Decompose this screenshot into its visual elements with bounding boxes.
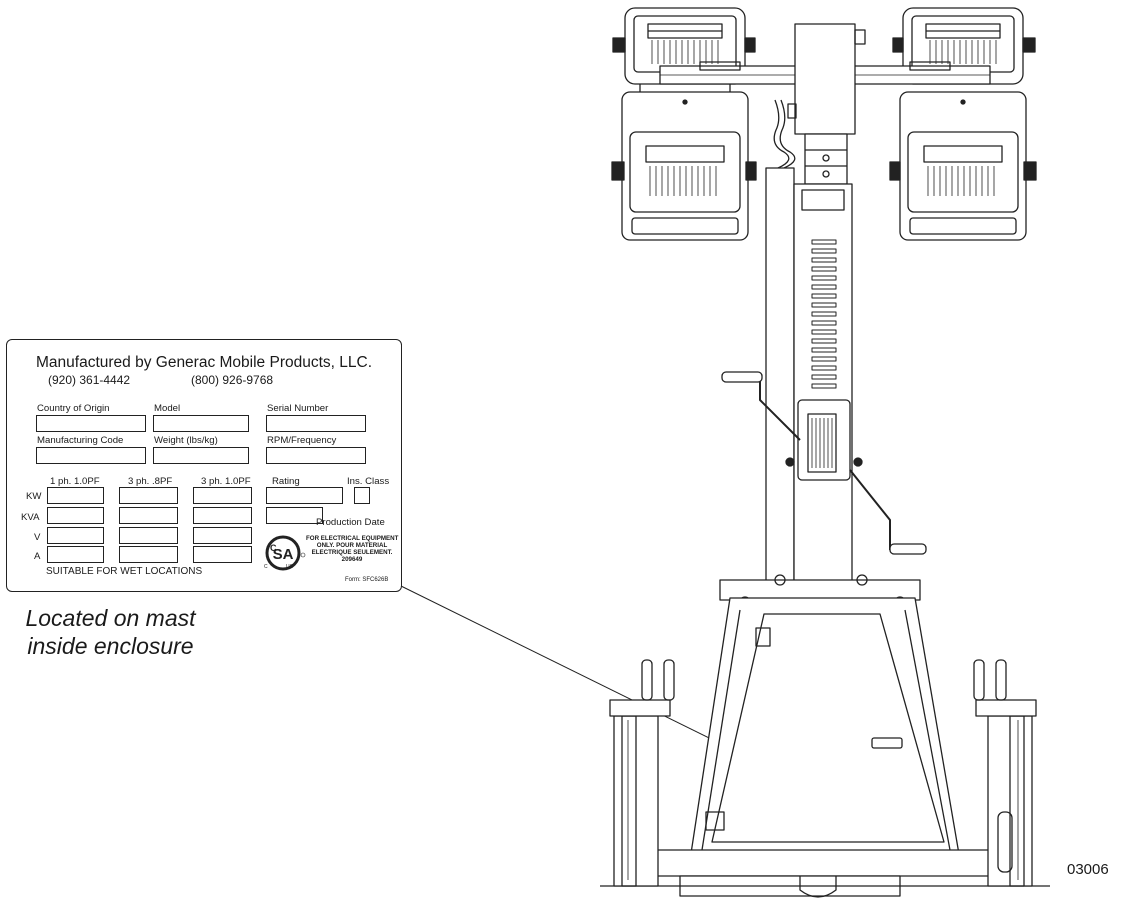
csa-logo: SA C xyxy=(265,535,306,571)
kva-1ph-field xyxy=(47,507,104,524)
a-3ph08-field xyxy=(119,546,178,563)
country-of-origin-field xyxy=(36,415,146,432)
kw-3ph10-field xyxy=(193,487,252,504)
country-of-origin-label: Country of Origin xyxy=(37,403,110,414)
csa-text-line-4: 209649 xyxy=(341,556,363,563)
light-fixture-bottom-left xyxy=(611,91,757,241)
weight-field xyxy=(153,447,249,464)
base-frame xyxy=(600,849,1050,898)
outrigger-right xyxy=(973,659,1037,887)
ins-class-field xyxy=(354,487,370,504)
csa-text-line-3: ELECTRIQUE SEULEMENT. xyxy=(311,549,393,556)
v-3ph08-field xyxy=(119,527,178,544)
csa-c-label: C xyxy=(264,564,268,570)
a-1ph-field xyxy=(47,546,104,563)
csa-us-label: US xyxy=(286,564,293,570)
wet-locations-text: SUITABLE FOR WET LOCATIONS xyxy=(46,566,203,577)
serial-tag: Manufactured by Generac Mobile Products,… xyxy=(6,339,402,592)
tag-phone-2: (800) 926-9768 xyxy=(191,373,274,387)
ins-class-label: Ins. Class xyxy=(347,476,390,487)
csa-text-line-2: ONLY. POUR MATERIAL xyxy=(316,542,388,549)
tag-title: Manufactured by Generac Mobile Products,… xyxy=(36,354,373,371)
v-3ph10-field xyxy=(193,527,252,544)
outrigger-left xyxy=(609,659,675,887)
rpm-frequency-field xyxy=(266,447,366,464)
mast-head xyxy=(787,23,866,185)
tag-phone-1: (920) 361-4442 xyxy=(48,373,131,387)
rating-field xyxy=(266,487,343,504)
col-1ph-label: 1 ph. 1.0PF xyxy=(50,476,100,487)
production-date-field xyxy=(266,507,323,524)
tag-location-caption: Located on mast inside enclosure xyxy=(8,604,213,660)
light-fixture-top-right xyxy=(892,7,1036,85)
mast xyxy=(765,167,863,591)
row-a-label: A xyxy=(34,551,41,562)
svg-text:SA: SA xyxy=(273,546,294,563)
kw-3ph08-field xyxy=(119,487,178,504)
csa-text-line-1: FOR ELECTRICAL EQUIPMENT xyxy=(306,535,399,542)
kva-3ph10-field xyxy=(193,507,252,524)
production-date-label: Production Date xyxy=(316,517,385,528)
model-field xyxy=(153,415,249,432)
winch-handle-right xyxy=(849,469,927,555)
a-3ph10-field xyxy=(193,546,252,563)
rating-label: Rating xyxy=(272,476,300,487)
row-kw-label: KW xyxy=(26,491,42,502)
caption-line-2: inside enclosure xyxy=(27,633,194,659)
rpm-frequency-label: RPM/Frequency xyxy=(267,435,337,446)
col-3ph-08-label: 3 ph. .8PF xyxy=(128,476,173,487)
svg-text:C: C xyxy=(270,543,277,553)
weight-label: Weight (lbs/kg) xyxy=(154,435,218,446)
csa-text: FOR ELECTRICAL EQUIPMENT ONLY. POUR MATE… xyxy=(306,535,398,563)
base-enclosure xyxy=(689,574,961,861)
serial-number-field xyxy=(266,415,366,432)
kva-3ph08-field xyxy=(119,507,178,524)
caption-line-1: Located on mast xyxy=(25,605,196,631)
winch-handle-left xyxy=(721,371,801,441)
form-number: Form: SFC626B xyxy=(345,577,389,583)
col-3ph-10-label: 3 ph. 1.0PF xyxy=(201,476,251,487)
manufacturing-code-field xyxy=(36,447,146,464)
model-label: Model xyxy=(154,403,181,414)
row-v-label: V xyxy=(34,532,41,543)
v-1ph-field xyxy=(47,527,104,544)
manufacturing-code-label: Manufacturing Code xyxy=(37,435,124,446)
row-kva-label: KVA xyxy=(21,512,40,523)
kw-1ph-field xyxy=(47,487,104,504)
figure-id: 03006 xyxy=(1067,861,1109,878)
light-fixture-bottom-right xyxy=(889,91,1037,241)
serial-number-label: Serial Number xyxy=(267,403,329,414)
